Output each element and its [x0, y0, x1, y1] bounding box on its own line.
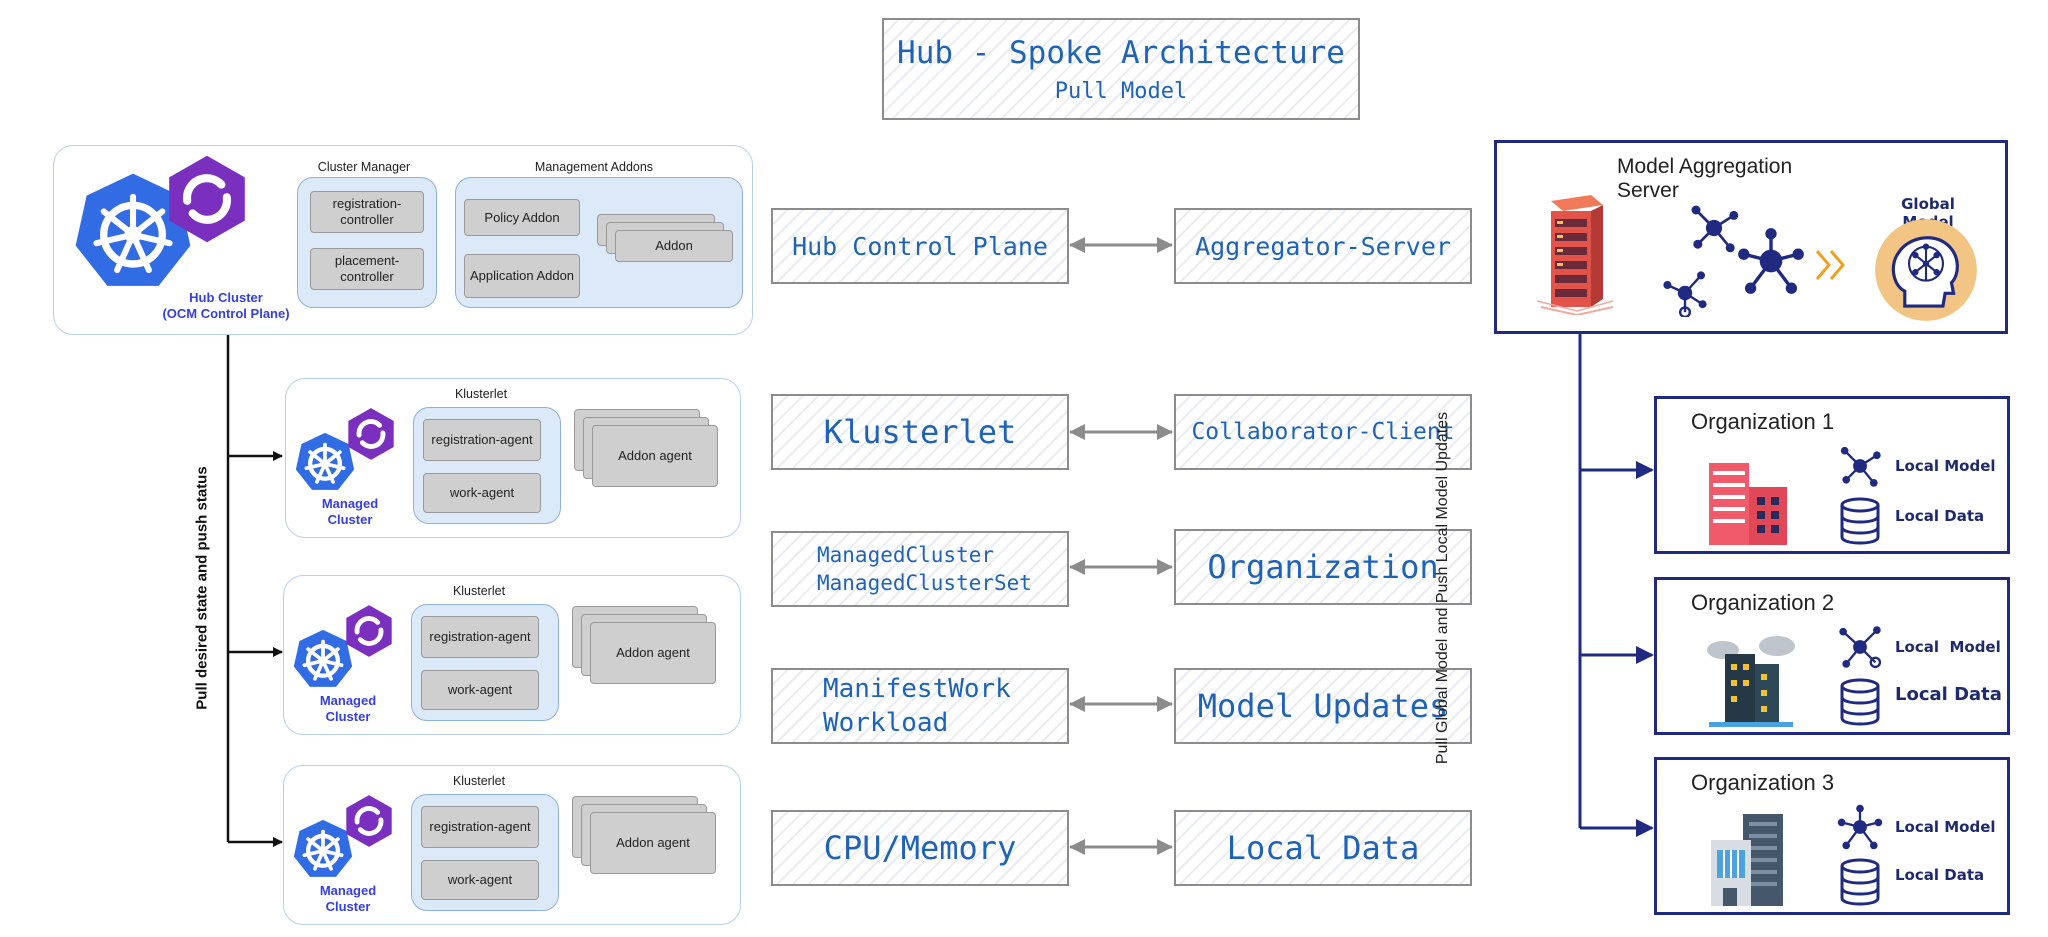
mapping-right-box: Organization	[1174, 529, 1472, 605]
local-model-label: Local Model	[1895, 638, 2001, 656]
diagram-subtitle: Pull Model	[1054, 78, 1188, 104]
managed-cluster-label: Managed Cluster	[321, 496, 379, 528]
diagram-title: Hub - Spoke Architecture	[897, 34, 1345, 71]
work-agent-box: work-agent	[421, 860, 539, 900]
database-icon	[1840, 678, 1880, 726]
organization-box: Organization 1 Local Model Local Data	[1654, 396, 2010, 554]
registration-agent-box: registration-agent	[421, 806, 539, 848]
kubernetes-icon	[295, 432, 355, 490]
local-data-label: Local Data	[1895, 866, 1985, 884]
fl-pull-push-label-wrap: Pull Global Model and Push Local Model U…	[1234, 412, 1654, 764]
kubernetes-icon	[293, 819, 353, 877]
office-building-icon	[1709, 463, 1787, 545]
addon-box: Addon	[615, 230, 733, 262]
application-addon-box: Application Addon	[464, 254, 580, 298]
organization-box: Organization 3 Local Model Local Data	[1654, 757, 2010, 915]
ocm-icon	[346, 605, 392, 657]
pull-status-label: Pull desired state and push status	[194, 466, 211, 710]
mapping-left-box: Hub Control Plane	[771, 208, 1069, 284]
managed-cluster-panel: Managed Cluster Klusterlet registration-…	[283, 765, 741, 925]
addon-agent-box: Addon agent	[592, 425, 718, 487]
management-addons-title: Management Addons	[534, 160, 654, 174]
addon-agent-box: Addon agent	[590, 622, 716, 684]
corporate-building-icon	[1711, 814, 1783, 906]
fl-pull-push-label: Pull Global Model and Push Local Model U…	[1434, 411, 1451, 765]
klusterlet-title: Klusterlet	[454, 387, 508, 401]
mapping-right-box: Aggregator-Server	[1174, 208, 1472, 284]
kubernetes-icon	[75, 173, 191, 286]
skyscraper-icon	[1707, 636, 1795, 727]
network-node-icon	[1840, 446, 1881, 487]
local-data-label: Local Data	[1895, 684, 2002, 705]
diagram-title-box: Hub - Spoke Architecture Pull Model	[882, 18, 1360, 120]
local-data-label: Local Data	[1895, 507, 1985, 525]
mapping-right-box: Local Data	[1174, 810, 1472, 886]
network-node-icon	[1691, 205, 1739, 253]
work-agent-box: work-agent	[423, 473, 541, 513]
mapping-left-box: ManagedCluster ManagedClusterSet	[771, 531, 1069, 607]
kubernetes-icon	[293, 629, 353, 687]
managed-cluster-label: Managed Cluster	[319, 693, 377, 725]
ai-head-icon	[1875, 219, 1977, 321]
network-node-icon	[1738, 228, 1804, 294]
organization-title: Organization 1	[1691, 409, 1835, 434]
local-model-label: Local Model	[1895, 457, 1996, 475]
work-agent-box: work-agent	[421, 670, 539, 710]
placement-controller-box: placement- controller	[310, 248, 424, 290]
ocm-icon	[169, 155, 245, 243]
organization-box: Organization 2 Local Model Local Data	[1654, 577, 2010, 735]
ocm-icon	[346, 795, 392, 847]
hub-cluster-panel: Hub Cluster (OCM Control Plane) Cluster …	[53, 145, 753, 335]
ocm-icon	[348, 408, 394, 460]
network-node-icon	[1837, 804, 1883, 850]
mapping-right-box: Collaborator-Client	[1174, 394, 1472, 470]
network-node-icon	[1663, 271, 1707, 317]
policy-addon-box: Policy Addon	[464, 199, 580, 236]
database-icon	[1840, 858, 1880, 906]
managed-cluster-panel: Managed Cluster Klusterlet registration-…	[283, 575, 741, 735]
chevron-double-right-icon	[1815, 250, 1845, 280]
mapping-right-box: Model Updates	[1174, 668, 1472, 744]
registration-controller-box: registration- controller	[310, 191, 424, 233]
server-rack-icon	[1537, 195, 1613, 315]
mapping-left-box: Klusterlet	[771, 394, 1069, 470]
klusterlet-title: Klusterlet	[452, 584, 506, 598]
cluster-manager-title: Cluster Manager	[317, 160, 411, 174]
registration-agent-box: registration-agent	[421, 616, 539, 658]
local-model-label: Local Model	[1895, 818, 1996, 836]
managed-cluster-label: Managed Cluster	[319, 883, 377, 915]
addon-agent-box: Addon agent	[590, 812, 716, 874]
organization-title: Organization 3	[1691, 770, 1835, 795]
database-icon	[1840, 497, 1880, 545]
hub-cluster-label: Hub Cluster (OCM Control Plane)	[162, 290, 290, 322]
network-node-icon	[1839, 626, 1882, 669]
registration-agent-box: registration-agent	[423, 419, 541, 461]
mapping-left-box: ManifestWork Workload	[771, 668, 1069, 744]
organization-title: Organization 2	[1691, 590, 1835, 615]
model-aggregation-title: Model Aggregation Server	[1617, 155, 1793, 202]
klusterlet-title: Klusterlet	[452, 774, 506, 788]
model-aggregation-server-box: Model Aggregation Server Global Model	[1494, 140, 2008, 334]
mapping-left-box: CPU/Memory	[771, 810, 1069, 886]
managed-cluster-panel: Managed Cluster Klusterlet registration-…	[285, 378, 741, 538]
